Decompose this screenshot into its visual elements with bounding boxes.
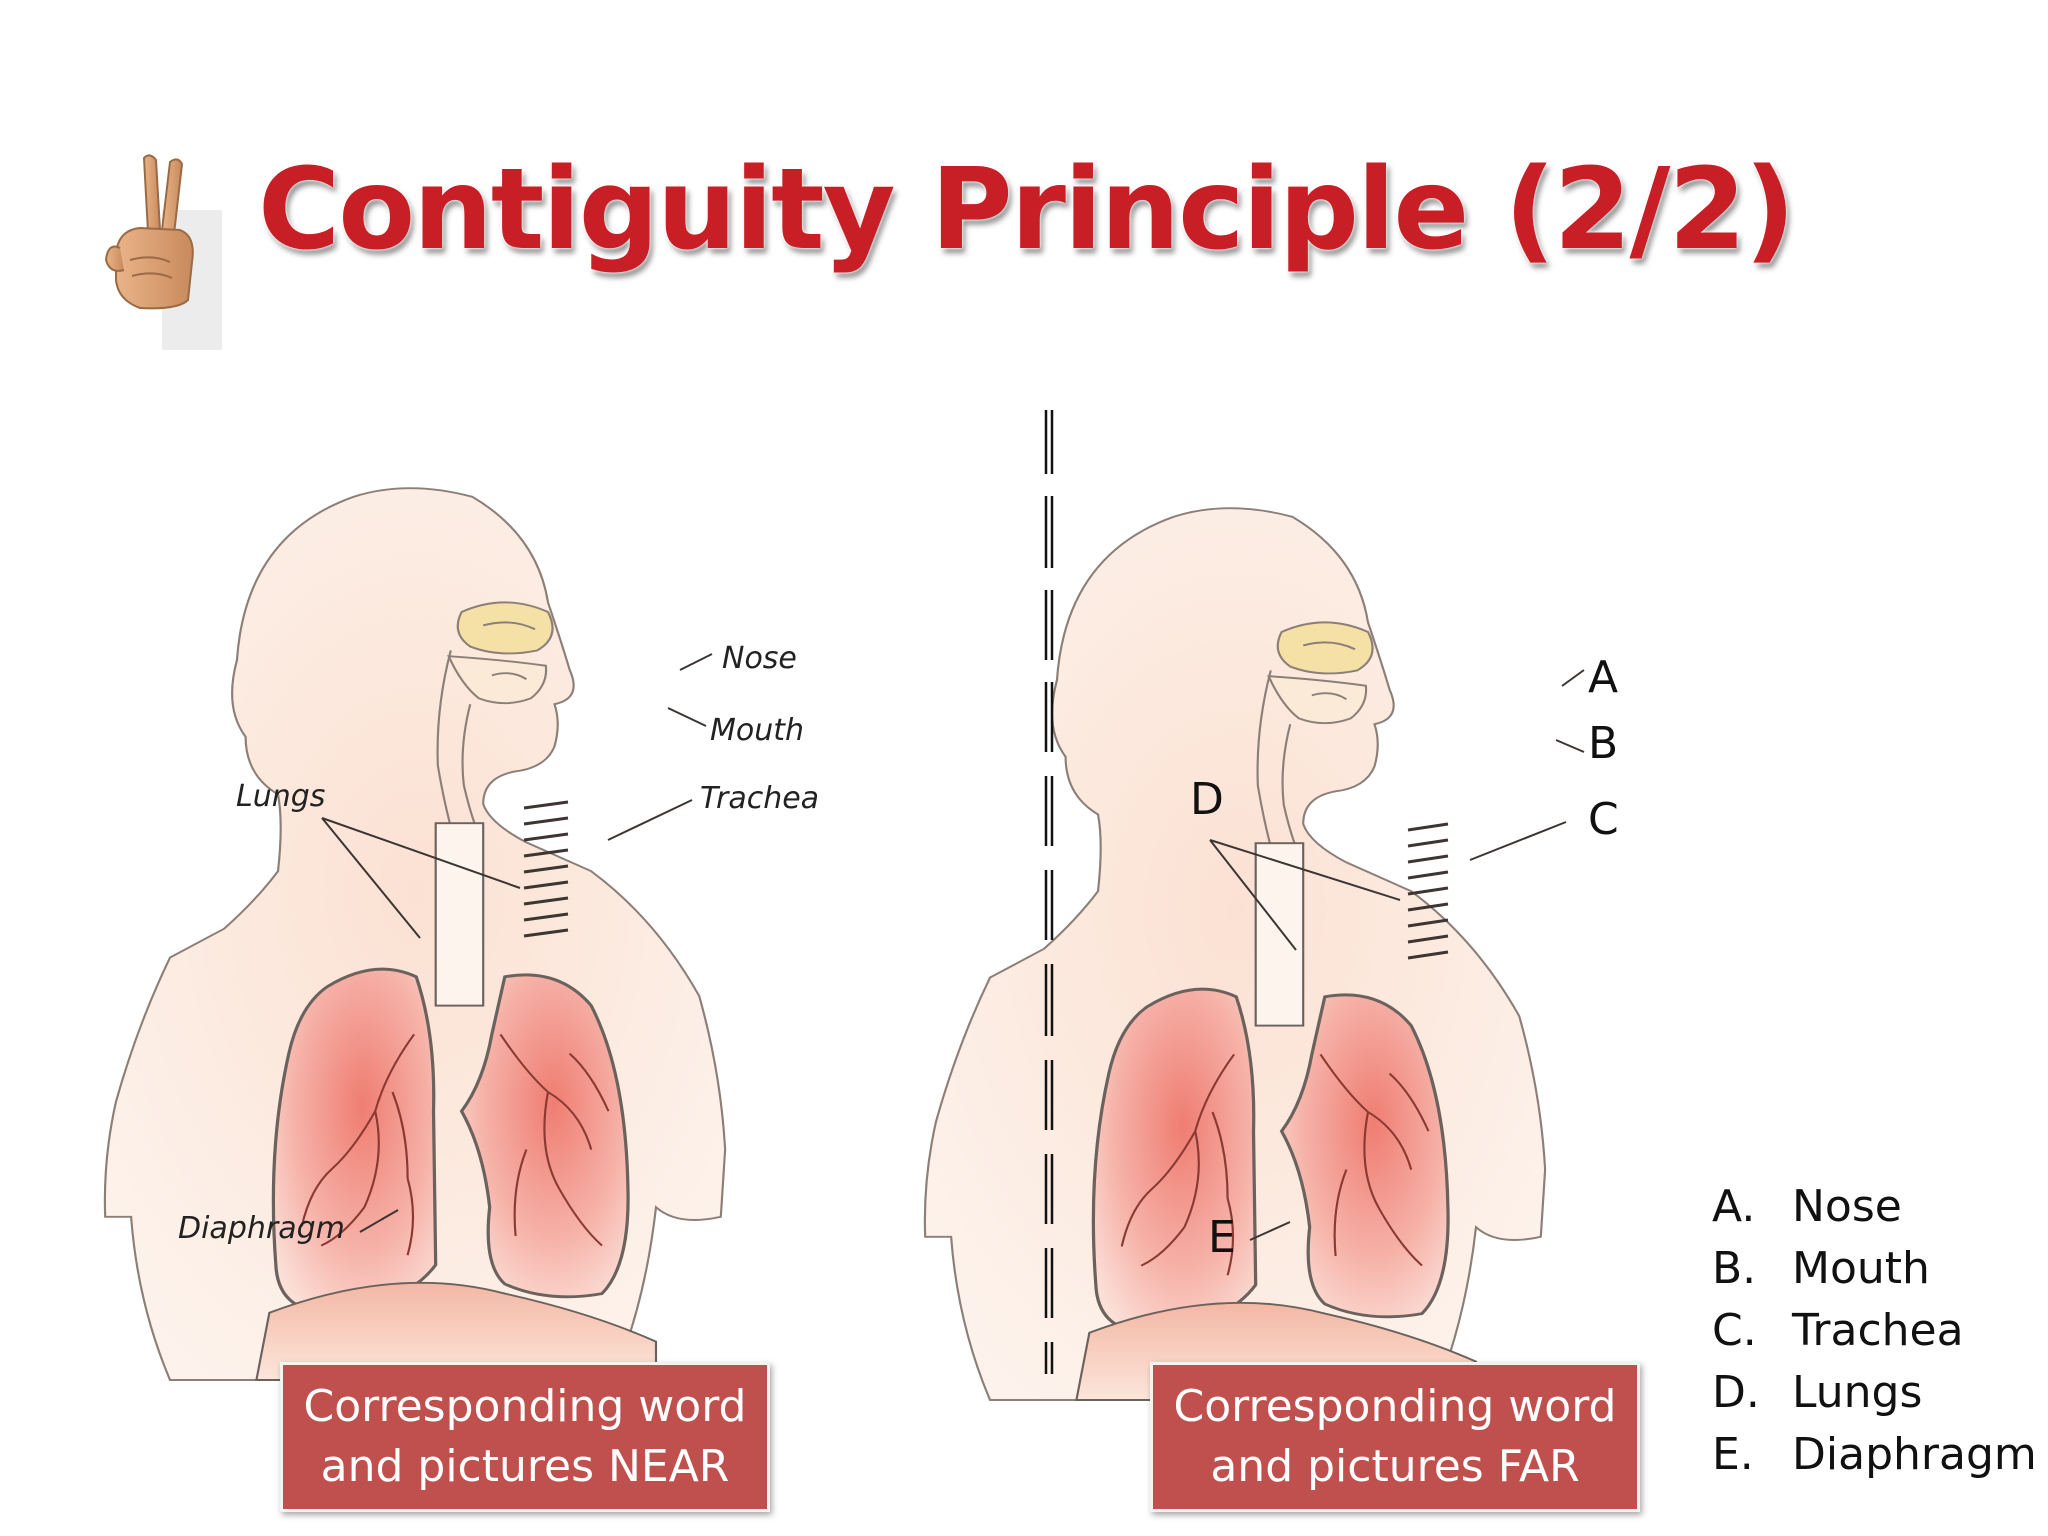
label-nose: Nose — [722, 641, 797, 676]
peace-hand-icon — [104, 154, 222, 350]
label-mouth: Mouth — [710, 713, 804, 748]
legend-item: A.Nose — [1712, 1181, 1902, 1232]
respiratory-figure-near — [103, 486, 727, 1382]
legend-item: B.Mouth — [1712, 1243, 1930, 1294]
caption-near-line1: Corresponding word — [303, 1381, 747, 1432]
respiratory-figure-far — [923, 506, 1547, 1402]
letter-b: B — [1588, 718, 1618, 769]
letter-c: C — [1588, 794, 1619, 845]
caption-near-line2: and pictures NEAR — [320, 1441, 730, 1492]
caption-near: Corresponding word and pictures NEAR — [280, 1362, 770, 1512]
label-diaphragm: Diaphragm — [178, 1211, 345, 1246]
label-trachea: Trachea — [700, 781, 819, 816]
legend-item: E.Diaphragm — [1712, 1429, 2037, 1480]
letter-d: D — [1190, 774, 1224, 825]
legend-item: D.Lungs — [1712, 1367, 1923, 1418]
letter-e: E — [1208, 1212, 1236, 1263]
divider-dashed-line — [1044, 410, 1054, 1374]
slide-title: Contiguity Principle (2/2) — [258, 145, 1796, 275]
caption-far: Corresponding word and pictures FAR — [1150, 1362, 1640, 1512]
label-lungs: Lungs — [236, 779, 325, 814]
legend-item: C.Trachea — [1712, 1305, 1964, 1356]
caption-far-line2: and pictures FAR — [1210, 1441, 1580, 1492]
legend-list: A.Nose B.Mouth C.Trachea D.Lungs E.Diaph… — [1712, 1176, 2037, 1486]
caption-far-line1: Corresponding word — [1173, 1381, 1617, 1432]
letter-a: A — [1588, 652, 1618, 703]
